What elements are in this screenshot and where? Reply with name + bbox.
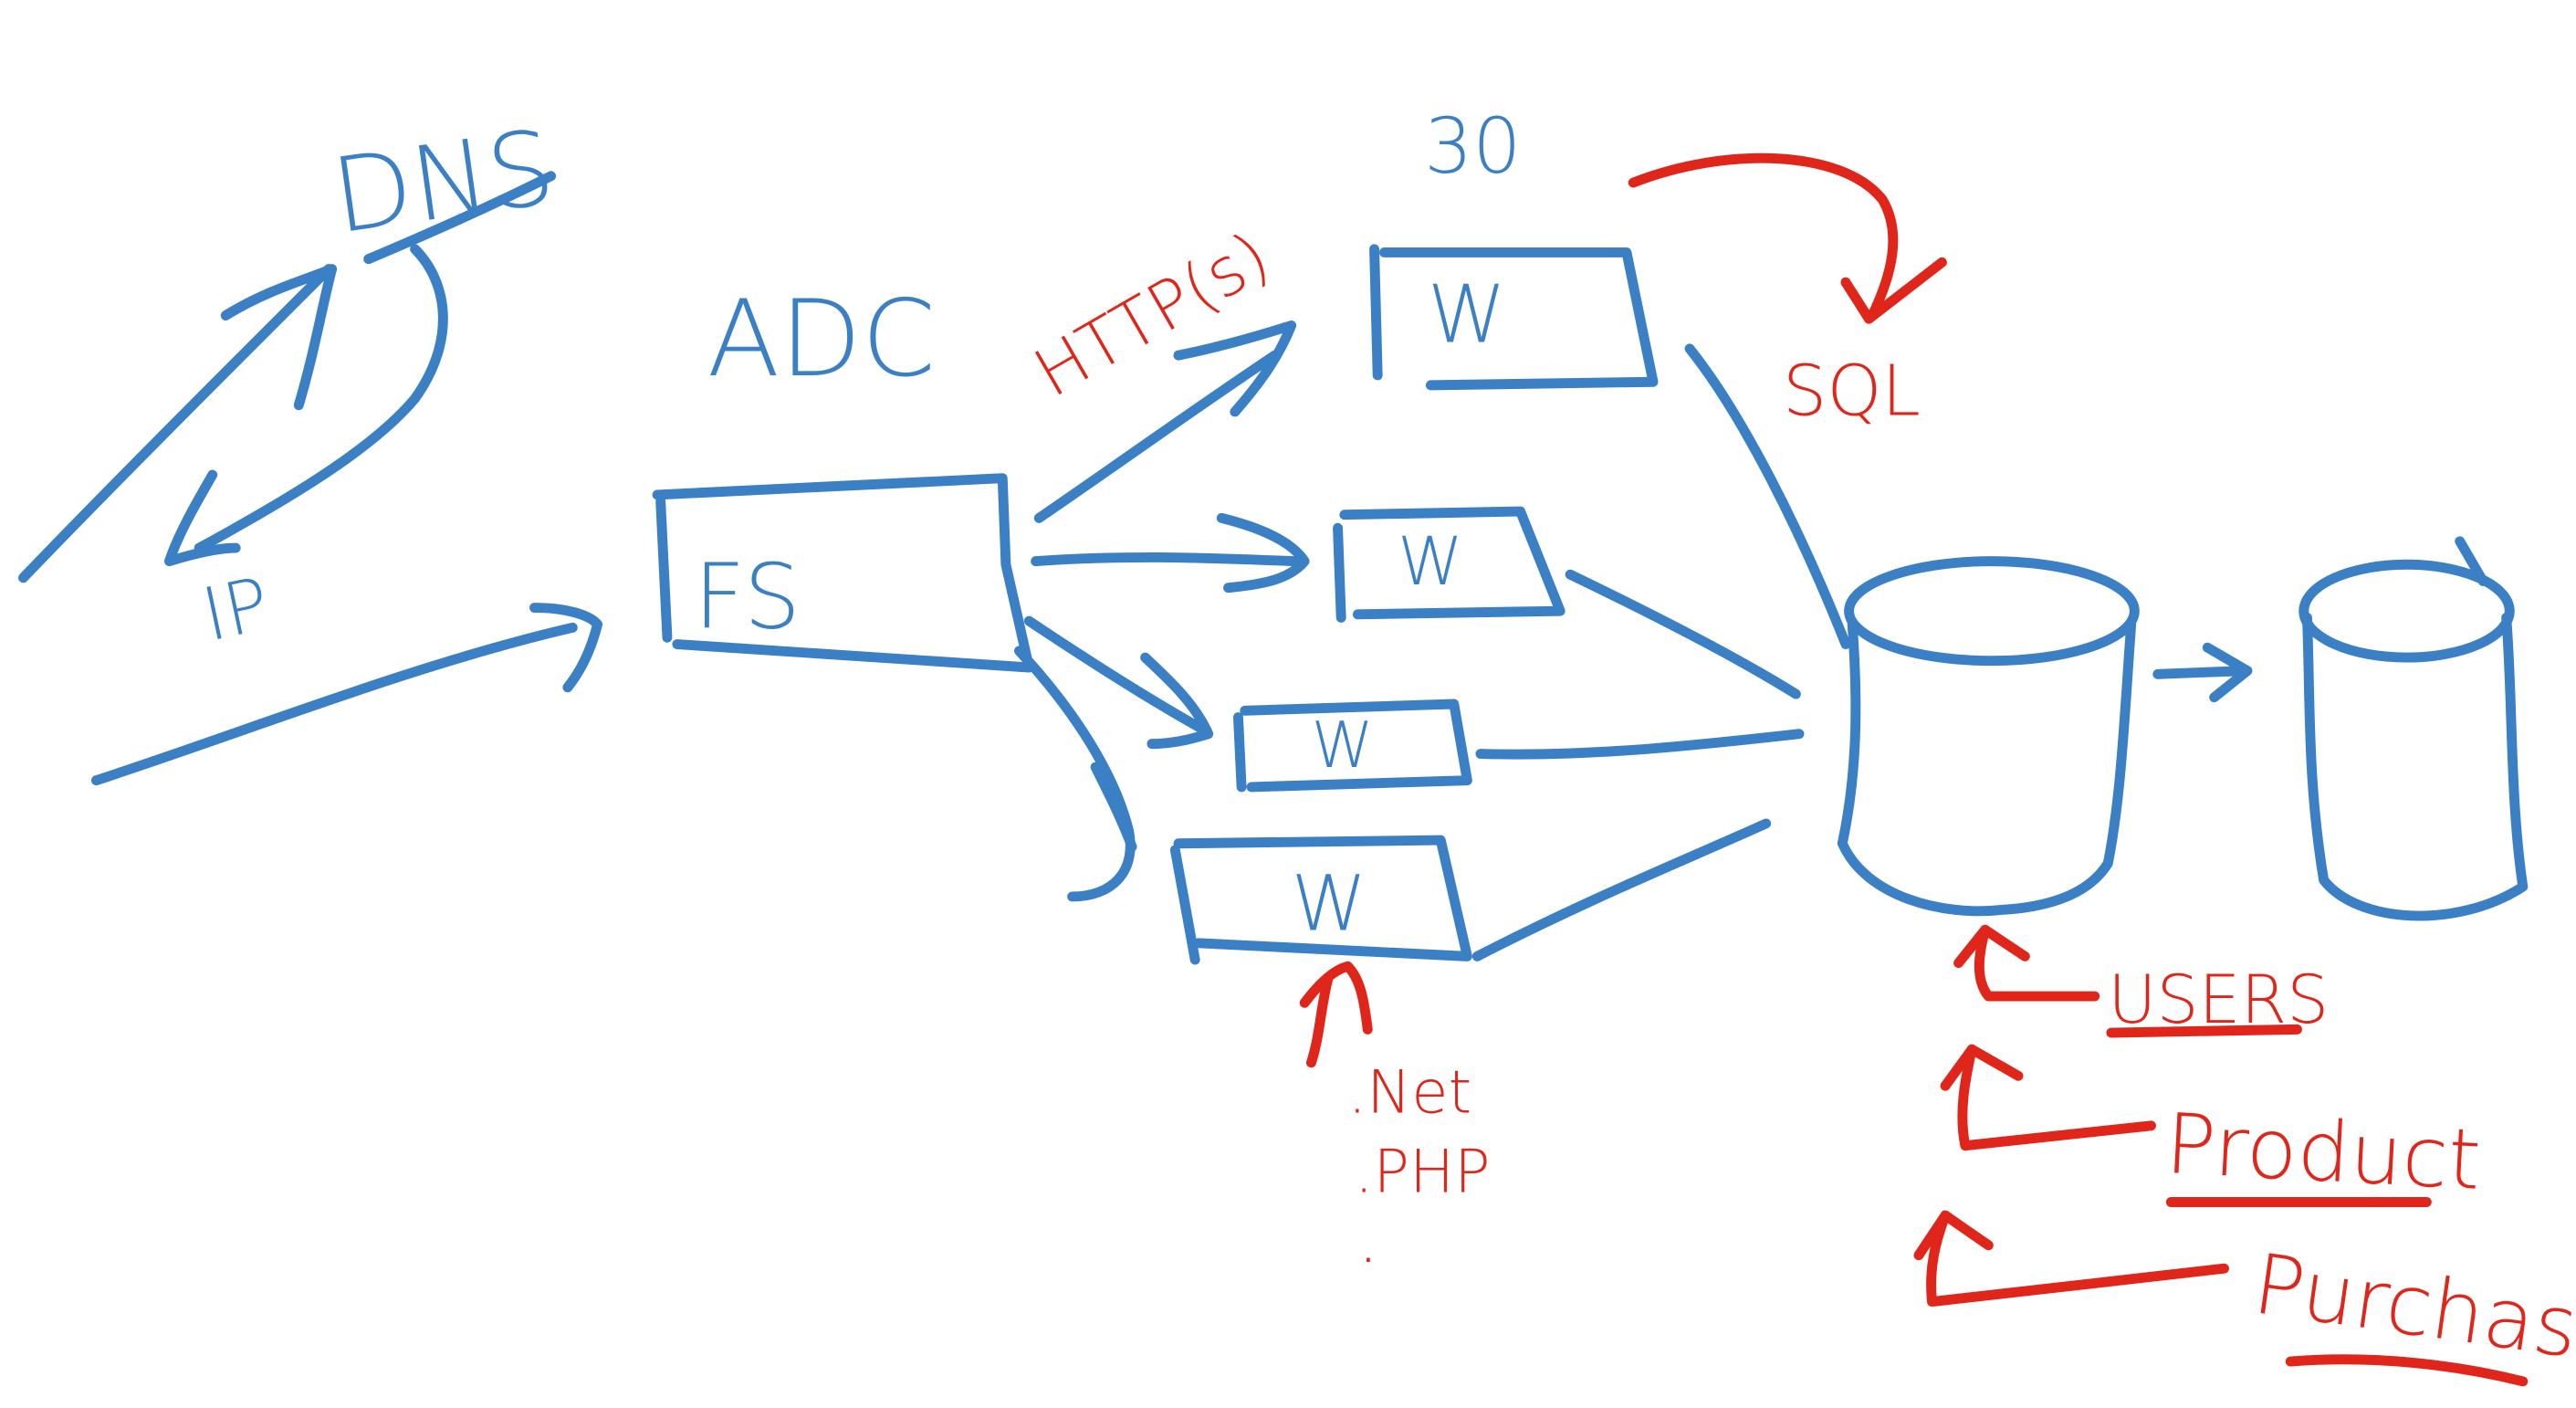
- purchases-arrowhead: [1913, 1210, 1994, 1261]
- server-count-label: 30: [1424, 101, 1521, 191]
- w2-label: W: [1398, 523, 1463, 601]
- fs-to-w3-arrow: [1023, 615, 1210, 736]
- client-to-fs-arrowhead: [529, 603, 603, 693]
- more-runtimes-label: .: [1357, 1201, 1378, 1278]
- fs-to-w3-arrowhead: [1140, 652, 1214, 750]
- w2-box-left-edge: [1333, 522, 1346, 623]
- replica-db-body: [2301, 612, 2529, 921]
- dns-request-arrow: [18, 264, 334, 583]
- dns-response-arrow: [194, 244, 448, 553]
- w1-to-db-line: [1684, 343, 1851, 649]
- thirty-to-sql-arrow: [1628, 152, 1899, 320]
- thirty-to-sql-arrowhead: [1840, 257, 1947, 324]
- fs-to-w1-arrow: [1033, 350, 1280, 523]
- product-arrowhead: [1940, 1044, 2024, 1091]
- w4-box-left-edge: [1169, 845, 1200, 965]
- users-underline: [2106, 1024, 2302, 1038]
- php-label: .PHP: [1355, 1138, 1491, 1207]
- users-arrowhead: [1953, 924, 2030, 969]
- w3-label: W: [1311, 709, 1373, 783]
- adc-label: ADC: [707, 278, 936, 401]
- w3-box-left-edge: [1232, 712, 1247, 793]
- users-table-label: USERS: [2108, 961, 2329, 1039]
- primary-db-top: [1844, 556, 2140, 667]
- dns-label: DNS: [325, 107, 561, 257]
- w1-box-outline: [1379, 247, 1659, 391]
- w3-to-db-line: [1475, 729, 1805, 760]
- fs-box-outline: [652, 473, 1034, 673]
- client-to-fs-arrow: [91, 622, 578, 786]
- fs-box-left-edge: [655, 496, 673, 643]
- replica-db-top: [2299, 559, 2515, 663]
- purchases-arrow: [1926, 1210, 2229, 1308]
- fs-to-w1-arrowhead: [1173, 320, 1297, 417]
- dns-request-arrowhead: [220, 264, 338, 411]
- runtime-arrowhead: [1299, 961, 1373, 1035]
- replication-arrowhead: [2202, 642, 2253, 703]
- w4-label: W: [1292, 858, 1367, 948]
- runtime-arrow: [1306, 974, 1334, 1068]
- ip-label: IP: [195, 562, 277, 658]
- fs-to-w2-arrowhead: [1216, 512, 1310, 594]
- purchases-underline: [2285, 1354, 2529, 1387]
- w3-box-outline: [1240, 699, 1472, 793]
- w4-to-db-line: [1471, 818, 1772, 961]
- fs-label: FS: [694, 545, 801, 649]
- primary-db-body: [1837, 619, 2137, 917]
- fs-to-w2-arrow: [1031, 552, 1300, 567]
- replica-db-tick: [2455, 536, 2488, 586]
- replication-arrow: [2152, 666, 2249, 679]
- w2-box-outline: [1339, 506, 1565, 620]
- product-table-label: Product: [2163, 1097, 2483, 1209]
- w1-box-left-edge: [1369, 244, 1383, 381]
- dotnet-label: .Net: [1347, 1057, 1471, 1127]
- http-label: HTTP(s): [1021, 217, 1283, 413]
- dns-underline: [363, 171, 557, 265]
- dns-response-arrowhead: [164, 469, 241, 567]
- w4-box-outline: [1173, 835, 1472, 961]
- w2-to-db-line: [1565, 569, 1801, 699]
- fs-to-w4-arrow: [1013, 646, 1136, 902]
- w1-label: W: [1428, 268, 1506, 362]
- fs-to-w4-arrowhead: [1090, 762, 1137, 852]
- sql-label: SQL: [1783, 352, 1921, 433]
